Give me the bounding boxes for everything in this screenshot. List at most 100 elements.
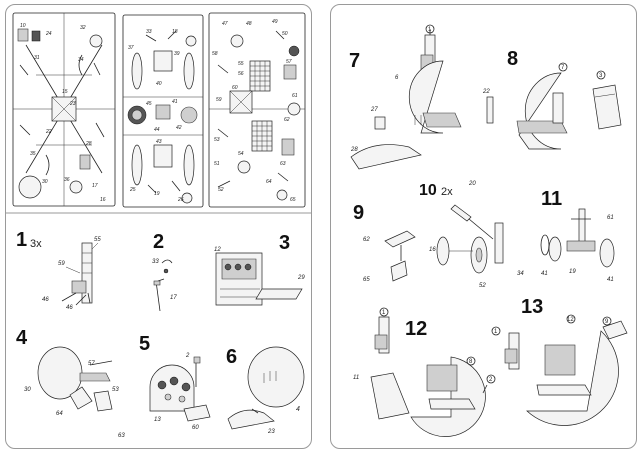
svg-text:2: 2 xyxy=(185,353,190,359)
svg-text:20: 20 xyxy=(468,181,476,187)
svg-text:60: 60 xyxy=(192,425,199,431)
svg-text:42: 42 xyxy=(176,125,182,131)
svg-text:22: 22 xyxy=(45,129,52,135)
step-number: 3 xyxy=(279,232,290,254)
svg-text:45: 45 xyxy=(146,101,152,107)
svg-text:17: 17 xyxy=(170,295,177,301)
step-number: 1 xyxy=(16,229,27,251)
step-number: 6 xyxy=(226,346,237,368)
svg-text:41: 41 xyxy=(541,271,548,277)
svg-text:46: 46 xyxy=(66,305,73,311)
right-instruction-page: 7 1 6 27 2 8 8 7 3 22 9 62 65 xyxy=(330,4,637,449)
step-number: 2 xyxy=(153,231,164,253)
svg-text:48: 48 xyxy=(246,21,252,27)
svg-text:46: 46 xyxy=(42,297,49,303)
svg-text:7: 7 xyxy=(561,65,565,71)
left-instruction-page: 10 24 32 31 34 15 23 22 35 28 30 36 17 1… xyxy=(5,4,312,449)
svg-text:53: 53 xyxy=(214,137,220,143)
svg-text:29: 29 xyxy=(297,275,305,281)
step-9: 9 62 65 xyxy=(353,202,416,283)
svg-text:62: 62 xyxy=(363,237,370,243)
svg-text:9: 9 xyxy=(605,319,609,325)
svg-text:17: 17 xyxy=(92,183,98,189)
svg-text:41: 41 xyxy=(607,277,614,283)
step-2: 2 33 17 xyxy=(152,231,177,312)
svg-text:44: 44 xyxy=(154,127,160,133)
svg-text:19: 19 xyxy=(569,269,576,275)
svg-text:49: 49 xyxy=(272,19,278,25)
svg-text:64: 64 xyxy=(266,179,272,185)
step-number: 11 xyxy=(541,188,562,210)
step-4: 4 57 30 53 64 63 xyxy=(16,327,125,439)
step-11: 11 61 41 19 41 xyxy=(540,188,615,283)
svg-text:65: 65 xyxy=(363,277,370,283)
svg-text:32: 32 xyxy=(80,25,86,31)
svg-text:57: 57 xyxy=(88,361,95,367)
svg-text:30: 30 xyxy=(24,387,31,393)
svg-text:19: 19 xyxy=(154,191,160,197)
svg-text:31: 31 xyxy=(34,55,40,61)
svg-text:12: 12 xyxy=(567,317,574,323)
svg-text:35: 35 xyxy=(30,151,36,157)
svg-text:16: 16 xyxy=(429,247,436,253)
step-6: 6 4 23 xyxy=(226,346,305,435)
svg-text:23: 23 xyxy=(69,101,76,107)
svg-text:52: 52 xyxy=(479,283,486,289)
svg-text:33: 33 xyxy=(146,29,152,35)
svg-text:43: 43 xyxy=(156,139,162,145)
svg-text:12: 12 xyxy=(214,247,221,253)
step-number: 5 xyxy=(139,333,150,355)
svg-text:39: 39 xyxy=(174,51,180,57)
step-number: 4 xyxy=(16,327,28,349)
step-number: 8 xyxy=(507,48,518,70)
svg-text:40: 40 xyxy=(156,81,162,87)
svg-text:28: 28 xyxy=(85,141,92,147)
svg-text:59: 59 xyxy=(58,261,65,267)
left-page-drawing: 10 24 32 31 34 15 23 22 35 28 30 36 17 1… xyxy=(6,12,311,439)
svg-text:36: 36 xyxy=(64,177,70,183)
svg-text:41: 41 xyxy=(172,99,178,105)
svg-text:22: 22 xyxy=(482,89,490,95)
svg-text:55: 55 xyxy=(94,237,101,243)
step-number: 9 xyxy=(353,202,364,224)
svg-text:60: 60 xyxy=(232,85,238,91)
svg-text:53: 53 xyxy=(112,387,119,393)
svg-text:57: 57 xyxy=(286,59,292,65)
step-10: 10 2x 20 16 52 34 xyxy=(419,181,524,289)
svg-text:1: 1 xyxy=(382,310,386,316)
svg-text:50: 50 xyxy=(282,31,288,37)
svg-text:1: 1 xyxy=(494,329,498,335)
step-5: 5 2 13 60 xyxy=(139,333,211,431)
svg-text:26: 26 xyxy=(177,197,184,203)
svg-text:27: 27 xyxy=(370,107,378,113)
svg-text:33: 33 xyxy=(152,259,159,265)
svg-text:63: 63 xyxy=(280,161,286,167)
step-3: 3 12 29 xyxy=(214,232,305,306)
svg-text:13: 13 xyxy=(154,417,161,423)
svg-text:8: 8 xyxy=(469,359,473,365)
svg-text:52: 52 xyxy=(218,187,224,193)
svg-text:18: 18 xyxy=(172,29,178,35)
step-multiplier: 3x xyxy=(30,238,42,250)
svg-text:55: 55 xyxy=(238,61,244,67)
svg-text:6: 6 xyxy=(395,75,399,81)
svg-text:34: 34 xyxy=(78,57,84,63)
svg-text:24: 24 xyxy=(45,31,52,37)
right-page-drawing: 7 1 6 27 2 8 8 7 3 22 9 62 65 xyxy=(349,24,628,437)
svg-text:64: 64 xyxy=(56,411,63,417)
step-number: 12 xyxy=(405,318,427,340)
svg-text:51: 51 xyxy=(214,161,220,167)
svg-text:2: 2 xyxy=(489,377,493,383)
step-number: 10 xyxy=(419,182,437,199)
svg-text:3: 3 xyxy=(599,73,603,79)
svg-text:47: 47 xyxy=(222,21,228,27)
svg-text:23: 23 xyxy=(267,429,275,435)
svg-text:62: 62 xyxy=(284,117,290,123)
step-number: 7 xyxy=(349,50,360,72)
svg-text:37: 37 xyxy=(128,45,134,51)
svg-text:4: 4 xyxy=(296,406,300,413)
svg-text:11: 11 xyxy=(353,375,359,381)
svg-text:56: 56 xyxy=(238,71,244,77)
svg-text:61: 61 xyxy=(607,215,614,221)
svg-text:34: 34 xyxy=(517,271,524,277)
